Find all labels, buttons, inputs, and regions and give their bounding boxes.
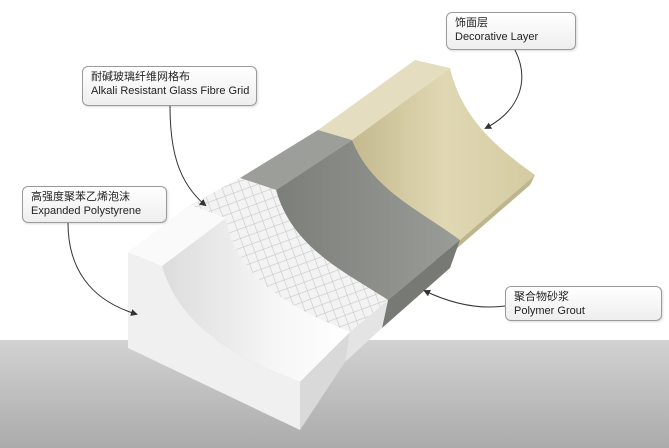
leader-grout	[423, 289, 506, 308]
leader-decorative	[484, 49, 523, 129]
callout-polymer-grout: 聚合物砂浆 Polymer Grout	[505, 286, 662, 321]
callout-decorative-layer: 饰面层 Decorative Layer	[446, 12, 576, 50]
callout-en-label: Polymer Grout	[514, 305, 585, 317]
callout-zh-label: 高强度聚苯乙烯泡沫	[31, 190, 130, 203]
callout-zh-label: 饰面层	[455, 16, 488, 29]
decorative-top-strip	[318, 60, 450, 140]
callout-en-label: Alkali Resistant Glass Fibre Grid	[91, 85, 250, 97]
callout-zh-label: 聚合物砂浆	[514, 290, 569, 303]
eps-top-strip	[128, 205, 226, 266]
callout-expanded-polystyrene: 高强度聚苯乙烯泡沫 Expanded Polystyrene	[22, 186, 167, 223]
leader-eps	[67, 222, 138, 316]
eps-front-face	[300, 332, 350, 430]
eps-curve	[162, 218, 350, 382]
eps-end-face	[128, 252, 300, 430]
mesh-curve	[226, 190, 388, 332]
callout-en-label: Decorative Layer	[455, 31, 539, 43]
decorative-base	[455, 175, 535, 250]
mesh-top-strip	[190, 178, 276, 218]
mesh-front	[345, 300, 388, 362]
callout-zh-label: 耐碱玻璃纤维网格布	[91, 70, 190, 83]
decorative-curve	[352, 68, 535, 240]
grout-curve	[276, 140, 460, 300]
grout-top-strip	[240, 130, 352, 190]
grout-front	[382, 240, 460, 328]
callout-en-label: Expanded Polystyrene	[31, 205, 142, 217]
leader-alkali	[169, 105, 207, 207]
callout-alkali-grid: 耐碱玻璃纤维网格布 Alkali Resistant Glass Fibre G…	[82, 66, 257, 106]
